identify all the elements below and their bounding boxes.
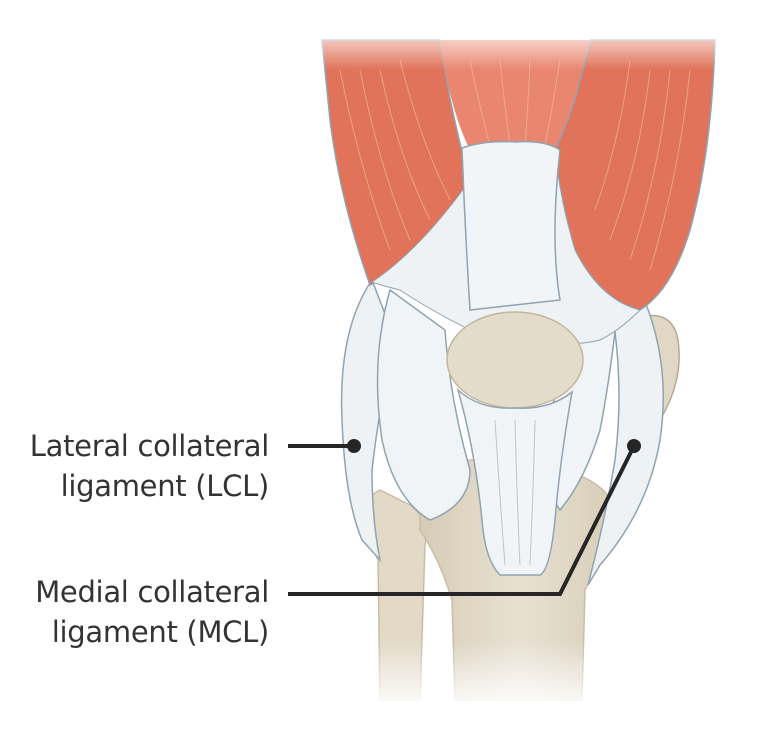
patellar-tendon (370, 140, 641, 344)
patellar-ligament (456, 387, 574, 576)
mcl-label-line1: Medial collateral (35, 575, 269, 609)
lcl-label: Lateral collateral ligament (LCL) (29, 426, 270, 506)
lcl-label-line1: Lateral collateral (29, 429, 270, 463)
lcl-label-line2: ligament (LCL) (60, 469, 270, 503)
lateral-collateral-ligament (340, 278, 471, 563)
mcl-pointer (288, 439, 641, 596)
mcl-label-line2: ligament (MCL) (51, 615, 270, 649)
patella (446, 311, 584, 409)
lcl-pointer (288, 439, 361, 453)
mcl-label: Medial collateral ligament (MCL) (35, 572, 269, 652)
